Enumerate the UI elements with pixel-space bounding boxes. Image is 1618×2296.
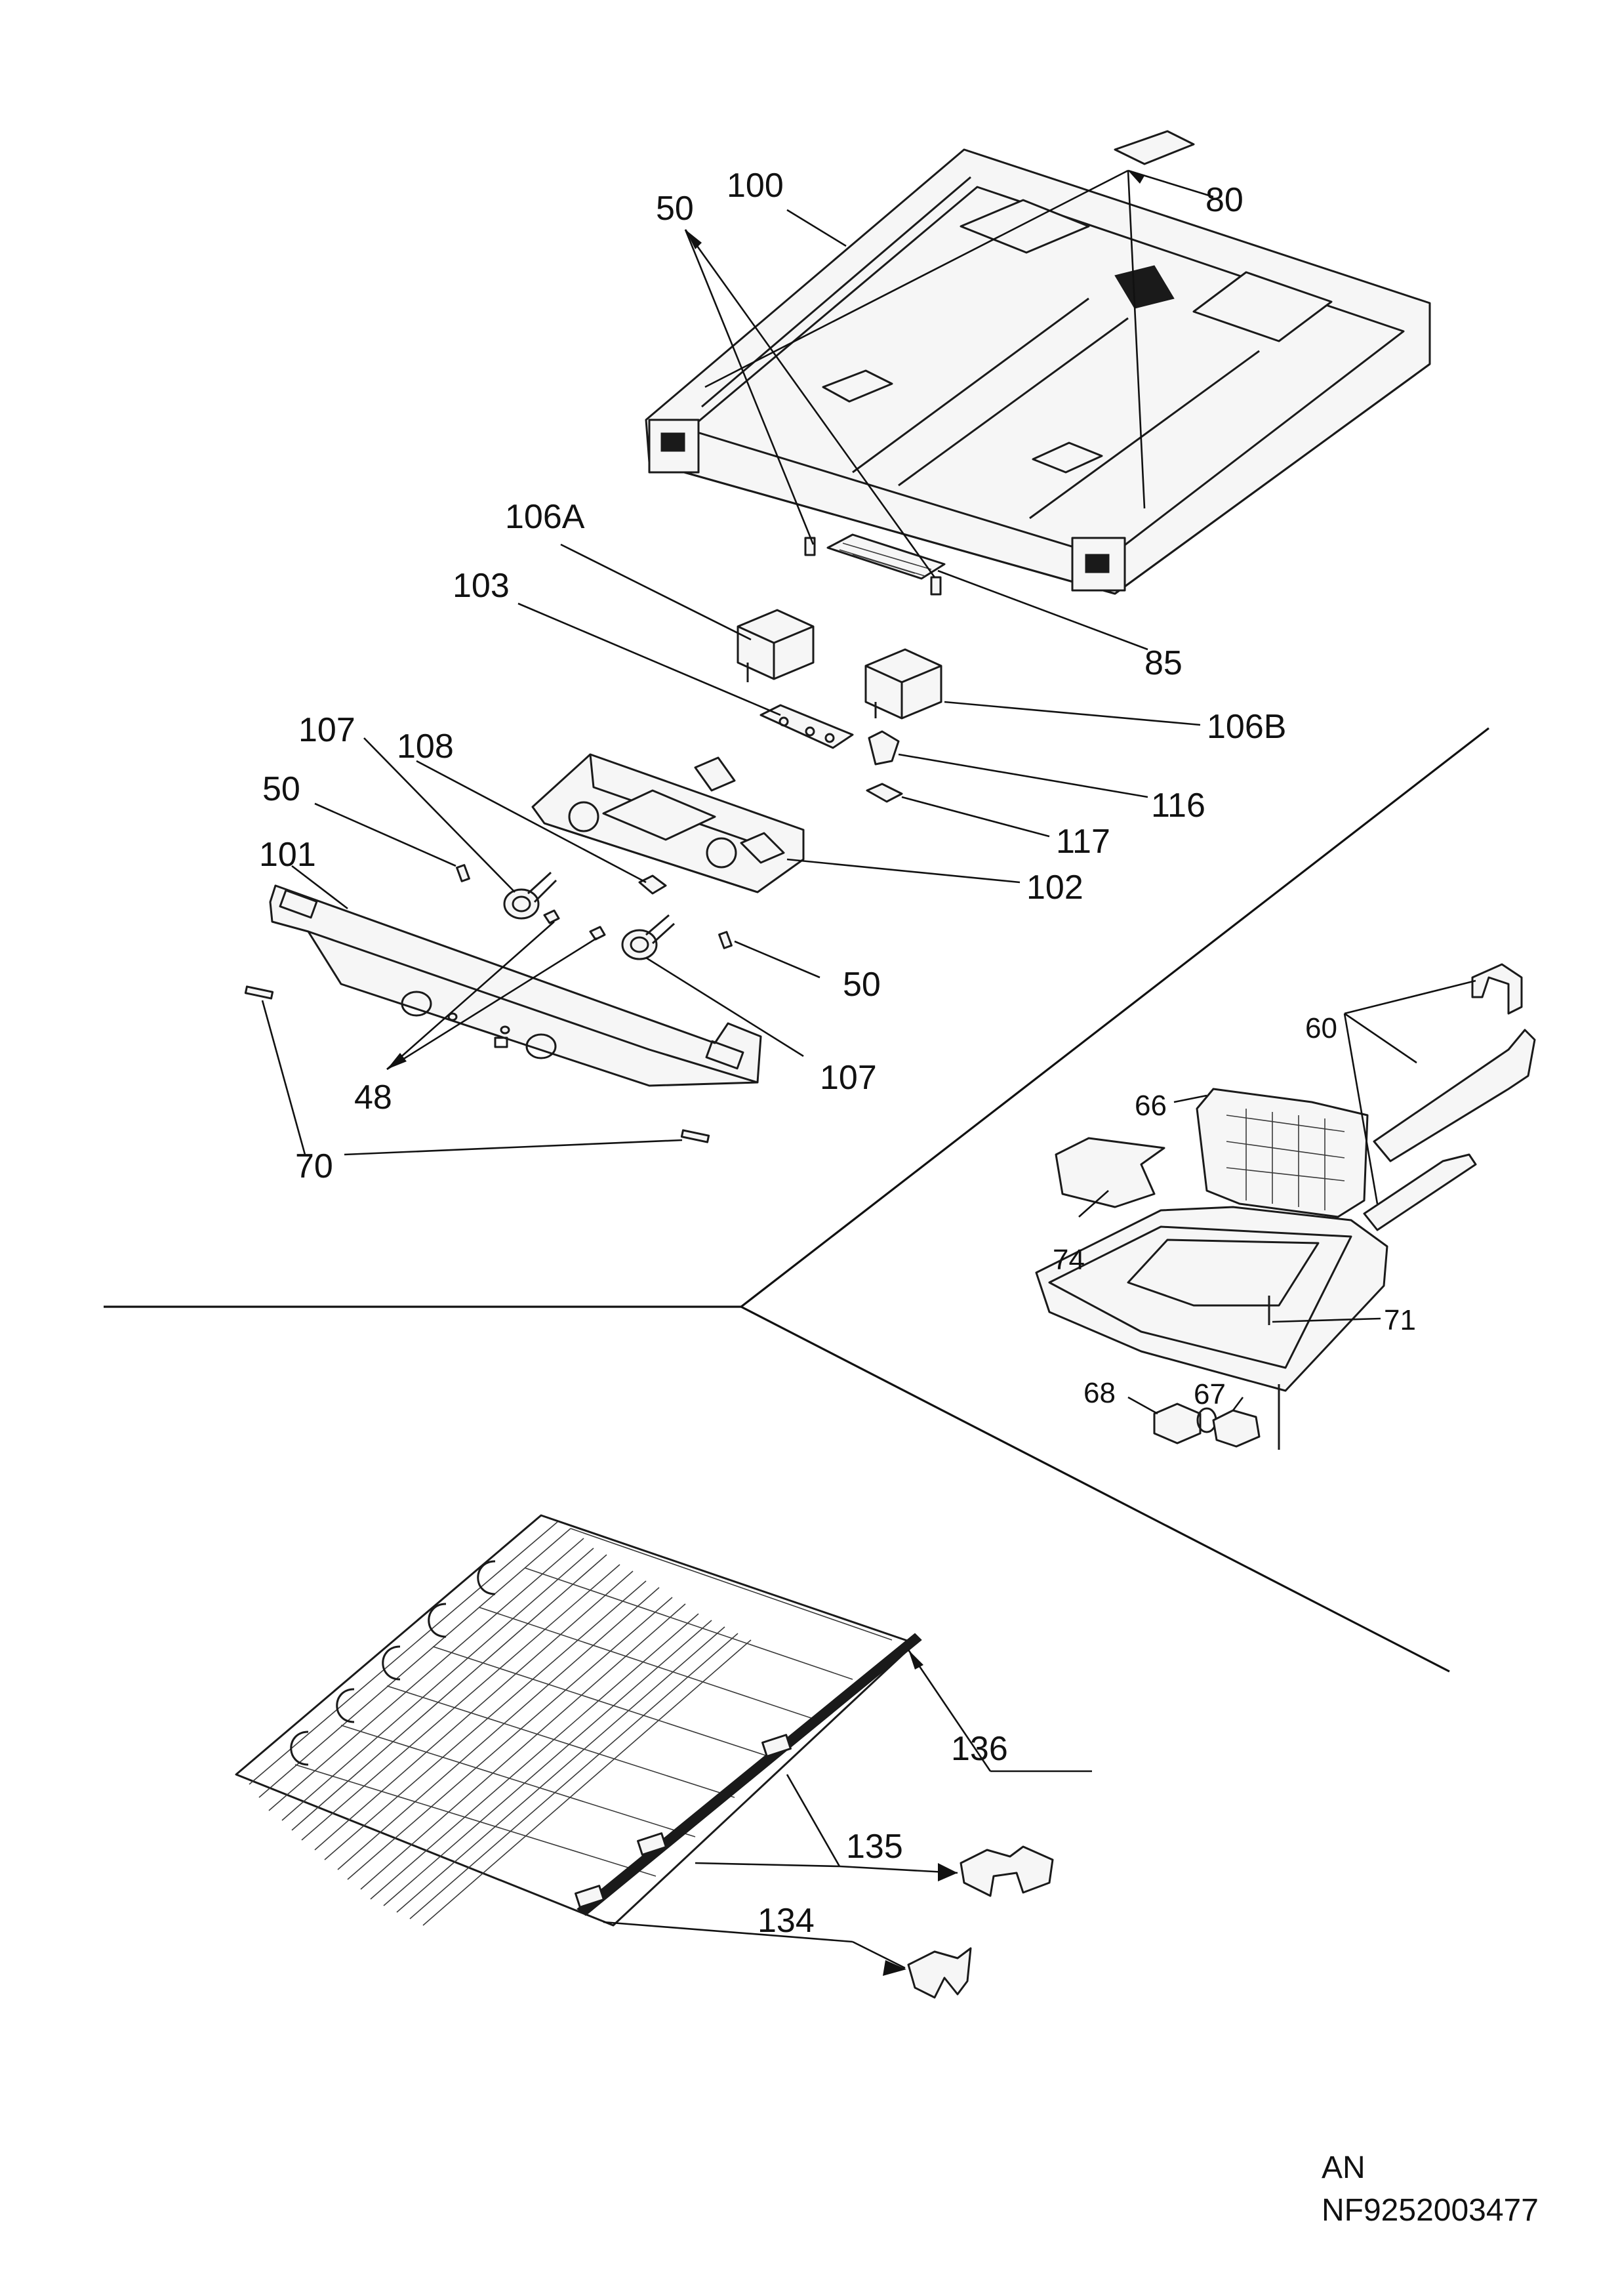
- part-102-control-housing: [531, 753, 805, 893]
- part-106a-relay: [737, 609, 815, 682]
- footer-line-2: NF9252003477: [1322, 2193, 1539, 2228]
- label-116: 116: [1151, 787, 1205, 825]
- part-80-small-cover: [1114, 130, 1195, 165]
- label-134: 134: [758, 1902, 815, 1940]
- part-60-rails: [1363, 963, 1536, 1231]
- label-136: 136: [951, 1730, 1008, 1768]
- section-dividers: [104, 727, 1489, 1673]
- callout-labels: 100 50 80 106A 103 85 106B 107 108 50 11…: [259, 167, 1416, 1940]
- part-48-pins: [543, 909, 606, 941]
- label-80: 80: [1205, 181, 1244, 219]
- footer-code: AN NF9252003477: [1322, 2150, 1539, 2228]
- label-71: 71: [1384, 1304, 1416, 1336]
- label-85: 85: [1144, 644, 1183, 682]
- part-106b-relay: [864, 648, 942, 720]
- label-100: 100: [727, 167, 784, 205]
- part-100-cover-tray: [645, 148, 1431, 595]
- label-107-top: 107: [298, 711, 355, 749]
- label-48: 48: [354, 1078, 392, 1117]
- label-103: 103: [453, 567, 510, 605]
- label-66: 66: [1135, 1090, 1167, 1122]
- label-60: 60: [1305, 1012, 1337, 1044]
- label-135: 135: [846, 1828, 903, 1866]
- part-107a-knob: [503, 871, 557, 920]
- part-107b-knob: [621, 914, 676, 960]
- leader-lines: [261, 169, 1476, 1976]
- evaporator-heater-grid: [235, 1514, 922, 1927]
- label-50-top: 50: [656, 190, 694, 228]
- label-50-left: 50: [262, 770, 300, 808]
- label-106b: 106B: [1207, 708, 1286, 746]
- part-74-block: [1055, 1137, 1165, 1208]
- footer-line-1: AN: [1322, 2150, 1365, 2185]
- part-70-strips: [244, 985, 710, 1143]
- part-103-circuit-plate: [759, 704, 854, 749]
- label-108: 108: [397, 728, 454, 766]
- label-68: 68: [1083, 1377, 1116, 1409]
- label-67: 67: [1194, 1378, 1226, 1410]
- label-74: 74: [1053, 1244, 1085, 1276]
- label-101: 101: [259, 836, 316, 874]
- part-66-grille: [1196, 1088, 1369, 1218]
- label-70: 70: [295, 1147, 333, 1185]
- part-108-switch: [638, 874, 667, 895]
- part-71-drawer-tray: [1035, 1206, 1388, 1392]
- label-117: 117: [1056, 823, 1110, 861]
- part-50-pegs: [456, 864, 733, 949]
- label-107-bottom: 107: [820, 1059, 877, 1097]
- part-135-clip: [960, 1845, 1054, 1897]
- part-101-front-panel: [269, 884, 762, 1087]
- part-134-clip: [907, 1947, 972, 1999]
- part-116-switch: [868, 730, 900, 766]
- part-117-clip: [866, 783, 903, 803]
- label-106a: 106A: [505, 498, 585, 536]
- part-85-vent-strip: [804, 533, 946, 596]
- label-50-right: 50: [843, 966, 881, 1004]
- label-102: 102: [1026, 869, 1083, 907]
